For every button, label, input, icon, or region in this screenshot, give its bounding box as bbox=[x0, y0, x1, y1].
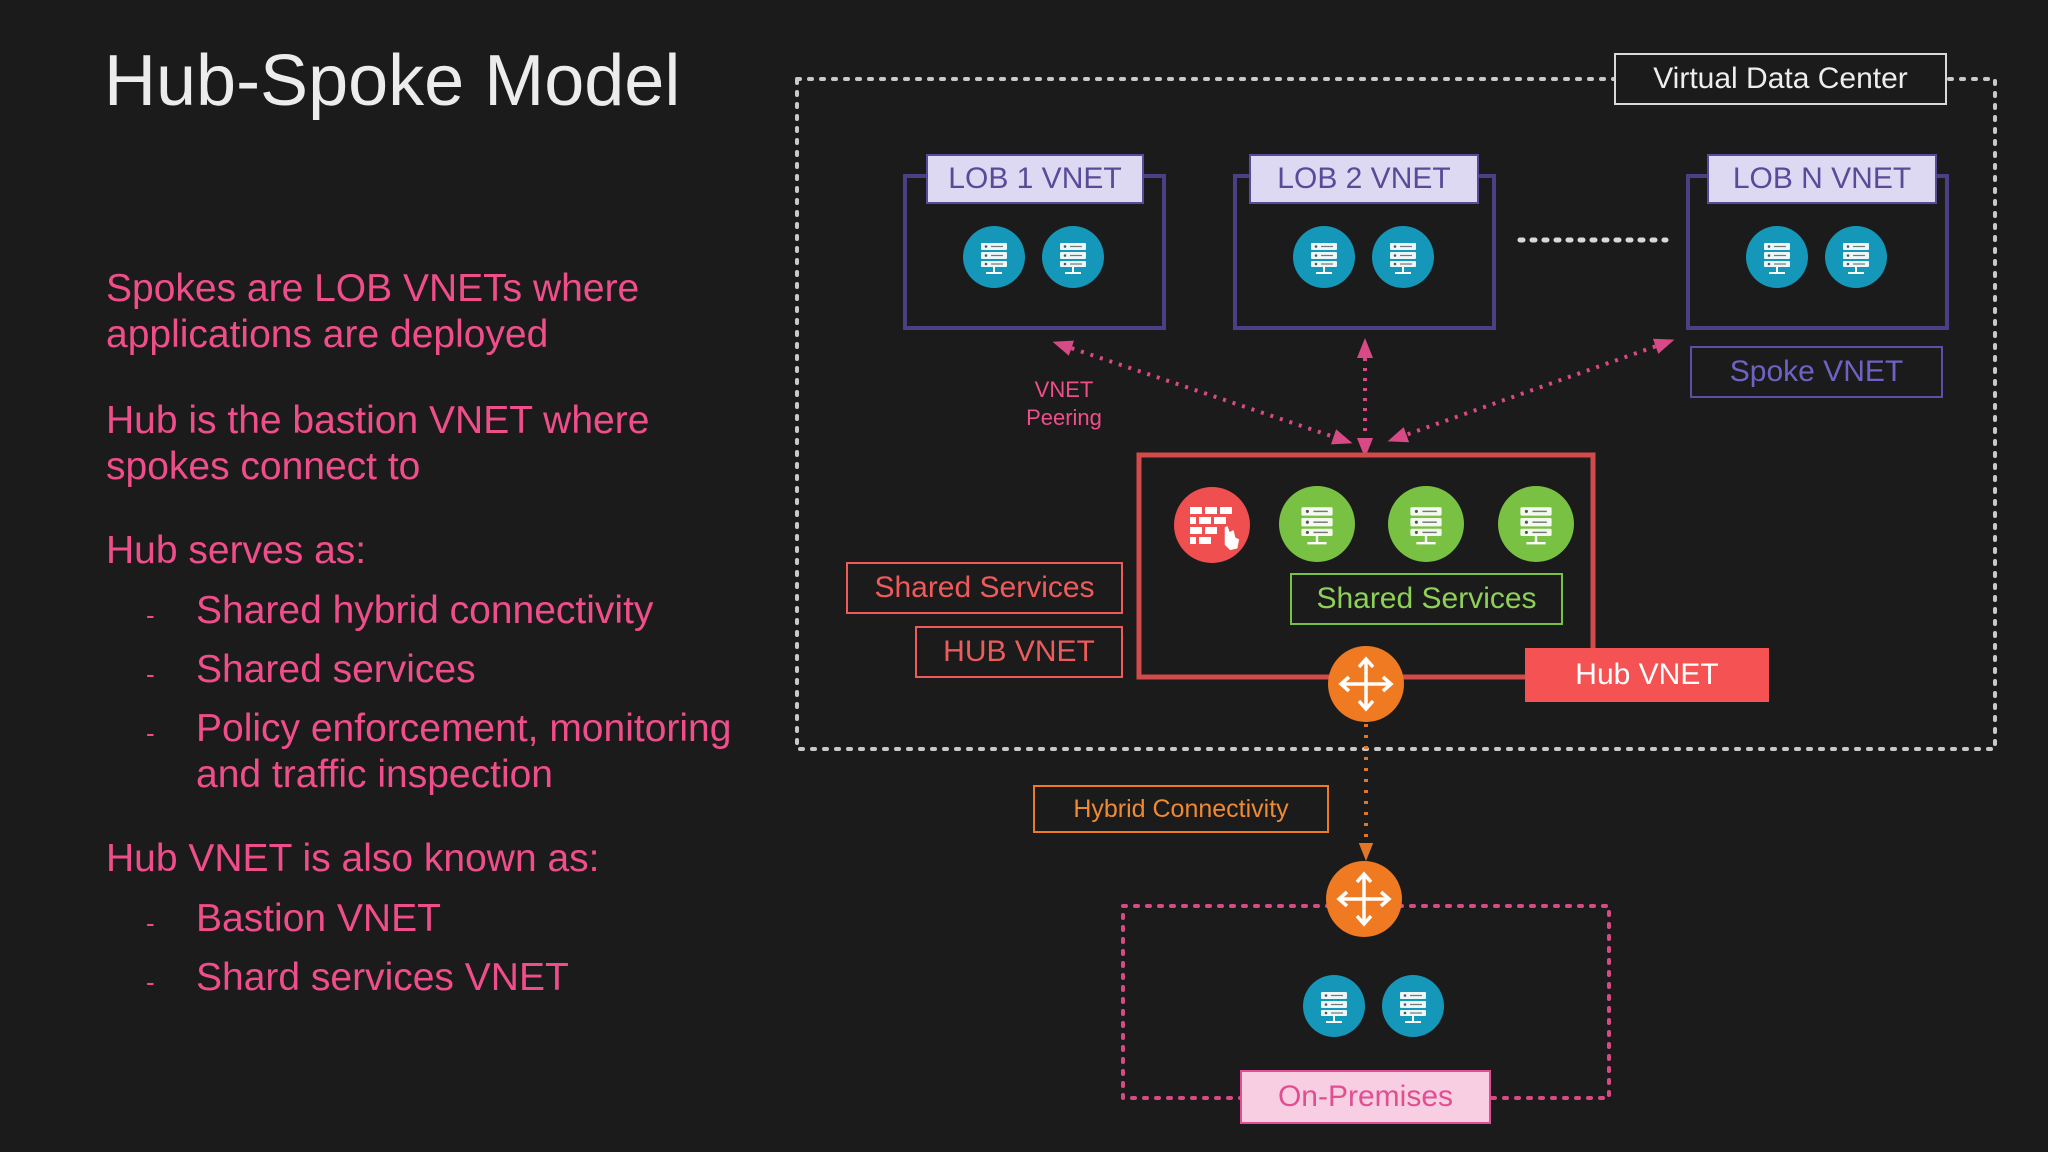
hybrid-connectivity-label: Hybrid Connectivity bbox=[1033, 785, 1329, 833]
vnet-peering-label: VNET Peering bbox=[1000, 376, 1128, 432]
onprem-gateway-router-icon bbox=[1324, 859, 1404, 939]
hub-description-line2: spokes connect to bbox=[106, 445, 421, 488]
hub-description: Hub is the bastion VNET where spokes con… bbox=[106, 398, 649, 490]
virtual-data-center-label: Virtual Data Center bbox=[1614, 53, 1947, 105]
spoke-label-lob1: LOB 1 VNET bbox=[926, 154, 1144, 204]
virtual-data-center-boundary bbox=[795, 77, 1997, 751]
server-icon bbox=[963, 226, 1025, 288]
shared-services-outer-label: Shared Services bbox=[846, 562, 1123, 614]
peering-arrow-lobn bbox=[1387, 338, 1675, 443]
known-as-heading: Hub VNET is also known as: bbox=[106, 837, 600, 880]
bullet-dash: - bbox=[146, 908, 155, 938]
bullet-dash: - bbox=[146, 967, 155, 997]
known-as-item-text: Shard services VNET bbox=[196, 956, 569, 999]
vnet-peering-label-line1: VNET bbox=[1034, 377, 1094, 402]
server-icon bbox=[1825, 226, 1887, 288]
vnet-peering-label-line2: Peering bbox=[1026, 405, 1102, 430]
hub-serves-heading: Hub serves as: bbox=[106, 529, 367, 572]
hub-vnet-badge: Hub VNET bbox=[1525, 648, 1769, 702]
spokes-description-line1: Spokes are LOB VNETs where bbox=[106, 267, 640, 310]
spokes-description-line2: applications are deployed bbox=[106, 313, 549, 356]
server-icon bbox=[1498, 486, 1574, 562]
server-icon bbox=[1372, 226, 1434, 288]
bullet-dash: - bbox=[146, 718, 155, 748]
server-icon bbox=[1279, 486, 1355, 562]
hub-serves-item-text-cont: and traffic inspection bbox=[196, 753, 553, 796]
hub-serves-item-text: Policy enforcement, monitoring bbox=[196, 707, 732, 750]
server-icon bbox=[1042, 226, 1104, 288]
hub-serves-item-text: Shared hybrid connectivity bbox=[196, 589, 654, 632]
hub-description-line1: Hub is the bastion VNET where bbox=[106, 399, 650, 442]
slide-title: Hub-Spoke Model bbox=[104, 41, 681, 121]
bullet-dash: - bbox=[146, 600, 155, 630]
server-icon bbox=[1388, 486, 1464, 562]
spokes-description: Spokes are LOB VNETs where applications … bbox=[106, 266, 639, 358]
shared-services-inner-label: Shared Services bbox=[1290, 573, 1563, 625]
server-icon bbox=[1382, 975, 1444, 1037]
spoke-label-lobn: LOB N VNET bbox=[1707, 154, 1937, 204]
on-premises-label: On-Premises bbox=[1240, 1070, 1491, 1124]
server-icon bbox=[1303, 975, 1365, 1037]
hub-serves-item-text: Shared services bbox=[196, 648, 476, 691]
spoke-label-lob2: LOB 2 VNET bbox=[1249, 154, 1479, 204]
hub-gateway-router-icon bbox=[1326, 644, 1406, 724]
firewall-icon bbox=[1174, 487, 1250, 563]
server-icon bbox=[1746, 226, 1808, 288]
bullet-dash: - bbox=[146, 659, 155, 689]
known-as-item-text: Bastion VNET bbox=[196, 897, 441, 940]
server-icon bbox=[1293, 226, 1355, 288]
spoke-vnet-label: Spoke VNET bbox=[1690, 346, 1943, 398]
hub-vnet-outline-label: HUB VNET bbox=[915, 626, 1123, 678]
